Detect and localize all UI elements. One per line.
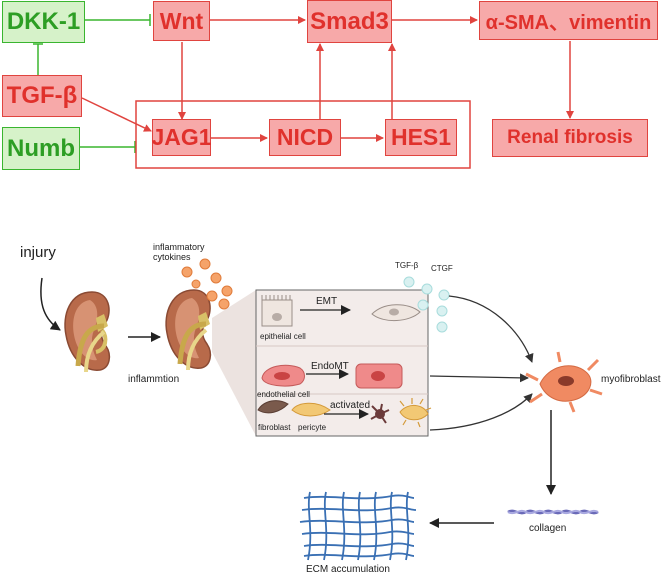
endomt-label: EndoMT bbox=[311, 361, 349, 372]
wnt-node: Wnt bbox=[153, 1, 210, 41]
cytokines-label-line2: cytokines bbox=[153, 252, 191, 262]
endothelial-cell-label: endothelial cell bbox=[257, 390, 310, 399]
injury-label: injury bbox=[20, 244, 56, 261]
pericyte-label: pericyte bbox=[298, 423, 327, 432]
emt-label: EMT bbox=[316, 296, 338, 307]
renal-fibrosis-node: Renal fibrosis bbox=[492, 119, 648, 157]
kidney-healthy-icon bbox=[64, 291, 111, 373]
pericyte-icon bbox=[291, 402, 331, 417]
tgfb-label: TGF-β bbox=[395, 261, 419, 270]
ecm-accumulation-label: ECM accumulation bbox=[306, 564, 390, 575]
dkk1-node: DKK-1 bbox=[2, 1, 85, 43]
fibroblast-icon bbox=[257, 400, 289, 414]
ecm-mesh-icon bbox=[299, 491, 417, 561]
myofibroblast-icon bbox=[525, 351, 603, 413]
jag1-node: JAG1 bbox=[151, 119, 212, 156]
activated-cells-icon bbox=[370, 398, 432, 428]
kidney-inflamed-icon bbox=[165, 289, 212, 371]
zoom-projection bbox=[212, 290, 256, 436]
alpha-sma-vimentin-node: α-SMA、vimentin bbox=[479, 1, 658, 40]
growth-factor-dots bbox=[403, 276, 450, 333]
ctgf-label: CTGF bbox=[431, 264, 453, 273]
cytokine-dots bbox=[181, 258, 233, 310]
smad3-node: Smad3 bbox=[307, 0, 392, 43]
epithelial-cell-icon bbox=[261, 295, 293, 327]
endothelial-cell-icon bbox=[261, 364, 305, 387]
epithelial-cell-label: epithelial cell bbox=[260, 332, 306, 341]
inflammation-label: inflammtion bbox=[128, 374, 180, 385]
fibroblast-label: fibroblast bbox=[258, 423, 291, 432]
nicd-node: NICD bbox=[269, 119, 341, 156]
injury-arrow bbox=[40, 277, 61, 331]
numb-node: Numb bbox=[2, 127, 80, 170]
hes1-node: HES1 bbox=[385, 119, 457, 156]
tgfb-node: TGF-β bbox=[2, 75, 82, 117]
myofibroblast-label: myofibroblast bbox=[601, 374, 661, 385]
cytokines-label-line1: inflammatory bbox=[153, 242, 205, 252]
collagen-label: collagen bbox=[529, 523, 567, 534]
collagen-fiber-icon bbox=[507, 509, 599, 515]
activated-label: activated bbox=[330, 400, 371, 411]
notch-pathway-box bbox=[135, 100, 471, 169]
